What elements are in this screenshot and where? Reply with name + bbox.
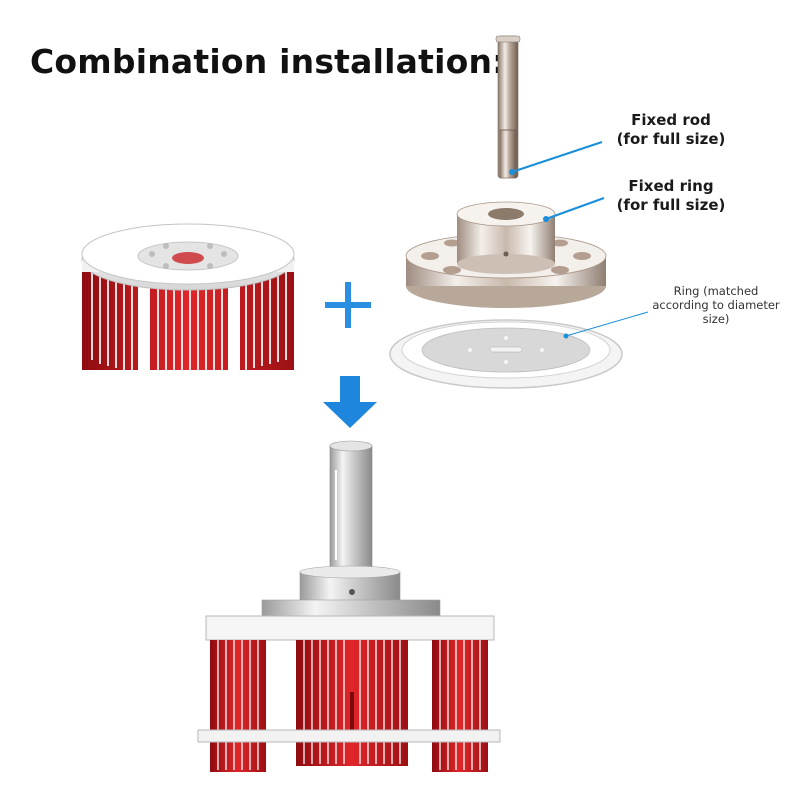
fixed-rod-label-line2: (for full size) (616, 129, 726, 148)
down-arrow-icon (323, 376, 377, 428)
ring-matched-label-line1: Ring (matched (673, 284, 759, 298)
fixed-ring (405, 201, 607, 308)
fixed-ring-label-line1: Fixed ring (628, 177, 714, 195)
pointer-lines (509, 140, 649, 339)
plus-icon (325, 282, 371, 328)
fixed-rod-label: Fixed rod (for full size) (598, 111, 744, 149)
fixed-rod (495, 35, 521, 179)
ring-matched-label-line2: according to diameter (652, 297, 780, 312)
page-title: Combination installation: (30, 42, 506, 81)
assembled-brush (197, 440, 501, 772)
fixed-rod-label-line1: Fixed rod (631, 111, 711, 129)
fixed-ring-label-line2: (for full size) (616, 195, 726, 214)
fixed-ring-label: Fixed ring (for full size) (596, 177, 746, 215)
ring-matched-label: Ring (matched according to diameter size… (628, 284, 800, 326)
ring-matched-label-line3: size) (702, 311, 730, 326)
brush-roller (81, 223, 295, 376)
assembled-bristles (210, 640, 488, 772)
